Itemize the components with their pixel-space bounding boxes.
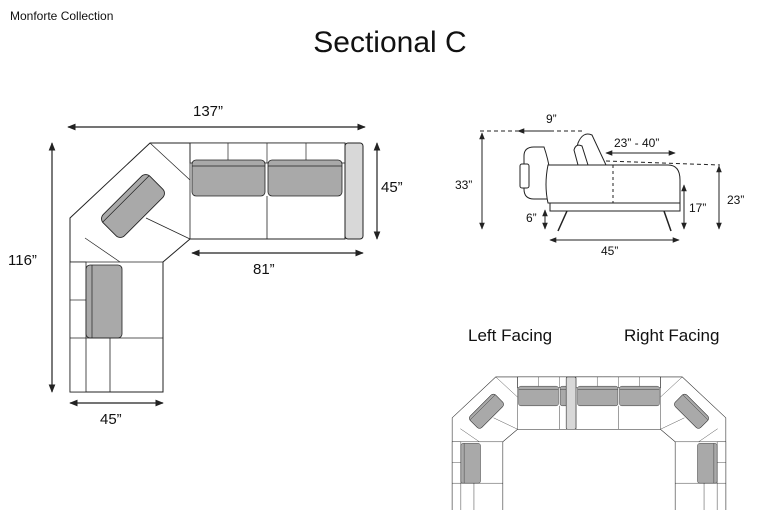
sectional-plan bbox=[69, 142, 364, 393]
label-straight-length: 81” bbox=[253, 261, 275, 278]
label-headrest-offset: 9” bbox=[546, 112, 557, 126]
label-left-width: 45” bbox=[100, 411, 122, 428]
brand-label: Monforte Collection bbox=[10, 9, 114, 23]
label-side-depth: 45” bbox=[601, 244, 619, 258]
label-seat-height: 17” bbox=[689, 201, 707, 215]
label-overall-depth: 116” bbox=[8, 252, 37, 269]
label-overall-width: 137” bbox=[193, 103, 224, 120]
right-facing-plan bbox=[565, 376, 727, 510]
label-leg-height: 6” bbox=[526, 211, 537, 225]
label-arm-height: 23” bbox=[727, 193, 745, 207]
caption-left-facing: Left Facing bbox=[468, 326, 553, 345]
label-seat-depth: 45” bbox=[381, 179, 403, 196]
label-seat-range: 23” - 40” bbox=[614, 136, 660, 150]
page-title: Sectional C bbox=[313, 26, 467, 59]
side-profile bbox=[480, 130, 721, 232]
label-total-height: 33” bbox=[455, 178, 473, 192]
caption-right-facing: Right Facing bbox=[624, 326, 720, 345]
